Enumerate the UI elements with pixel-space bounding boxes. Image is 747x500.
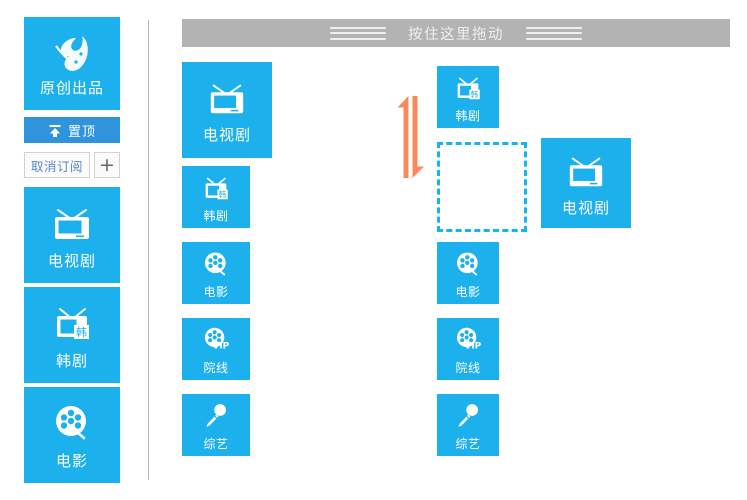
sidebar-item-korean-drama[interactable]: 韩 韩剧	[24, 287, 120, 383]
svg-text:VIP: VIP	[212, 341, 229, 351]
drag-handle-bar[interactable]: 按住这里拖动	[182, 19, 730, 47]
drag-bar-label: 按住这里拖动	[408, 26, 504, 43]
arrow-up-pin-icon	[48, 123, 62, 137]
tv-korean-icon: 韩	[200, 173, 232, 206]
unsubscribe-label: 取消订阅	[30, 158, 83, 174]
grid-tile-movie-b[interactable]: 电影	[437, 242, 499, 304]
grid-tile-cinema-vip-b[interactable]: VIP 院线	[437, 318, 499, 380]
tv-korean-icon: 韩	[452, 73, 484, 106]
grid-tile-korean-drama-b[interactable]: 韩 韩剧	[437, 66, 499, 128]
pin-to-top-label: 置顶	[67, 124, 96, 140]
svg-text:韩: 韩	[471, 89, 479, 99]
dashed-drop-zone-icon[interactable]	[437, 142, 527, 232]
grid-tile-label: 电影	[455, 284, 481, 299]
dragged-tile-tv-drama[interactable]: 电视剧	[541, 138, 631, 228]
grid-tile-cinema-vip[interactable]: VIP 院线	[182, 318, 250, 380]
sidebar-item-tv-drama[interactable]: 电视剧	[24, 187, 120, 283]
dragged-tile-label: 电视剧	[561, 199, 610, 217]
microphone-icon	[452, 401, 484, 434]
sidebar-item-label: 电视剧	[47, 252, 96, 270]
unsubscribe-button[interactable]: 取消订阅	[24, 152, 90, 178]
tv-icon	[49, 201, 95, 247]
svg-text:韩: 韩	[76, 325, 87, 339]
film-reel-vip-icon: VIP	[200, 325, 232, 358]
microphone-icon	[200, 401, 232, 434]
film-reel-vip-icon: VIP	[452, 325, 484, 358]
add-button[interactable]: +	[94, 152, 120, 178]
sidebar-item-label: 电影	[55, 452, 88, 470]
grid-tile-label: 综艺	[455, 436, 481, 451]
pin-to-top-button[interactable]: 置顶	[24, 117, 120, 143]
grid-tile-label: 综艺	[203, 436, 229, 451]
grid-tile-variety-b[interactable]: 综艺	[437, 394, 499, 456]
grid-tile-movie[interactable]: 电影	[182, 242, 250, 304]
tv-icon	[205, 77, 249, 121]
double-arrow-vertical-icon	[396, 96, 426, 178]
grid-tile-tv-drama[interactable]: 电视剧	[182, 62, 272, 158]
drag-handle-icon	[330, 26, 386, 40]
sidebar: 原创出品 置顶 取消订阅 +	[0, 0, 148, 500]
svg-text:VIP: VIP	[464, 341, 481, 351]
sidebar-logo-tile[interactable]: 原创出品	[24, 17, 120, 110]
film-reel-icon	[49, 401, 95, 447]
tv-icon	[564, 150, 608, 194]
sidebar-action-row: 取消订阅 +	[24, 152, 120, 178]
iqiyi-logo-icon	[52, 32, 92, 74]
grid-tile-korean-drama[interactable]: 韩 韩剧	[182, 166, 250, 228]
grid-tile-label: 韩剧	[203, 208, 229, 223]
grid-tile-label: 院线	[455, 360, 481, 375]
sidebar-logo-label: 原创出品	[39, 78, 104, 97]
grid-tile-variety[interactable]: 综艺	[182, 394, 250, 456]
sidebar-item-movie[interactable]: 电影	[24, 387, 120, 483]
film-reel-icon	[200, 249, 232, 282]
grid-tile-label: 韩剧	[455, 108, 481, 123]
grid-tile-label: 电视剧	[202, 126, 251, 144]
panel-divider	[148, 20, 149, 480]
grid-tile-label: 院线	[203, 360, 229, 375]
svg-text:韩: 韩	[219, 189, 227, 199]
tv-korean-icon: 韩	[49, 301, 95, 347]
drag-handle-icon	[526, 26, 582, 40]
main-panel: 按住这里拖动 电视剧 韩	[149, 0, 747, 500]
sidebar-item-label: 韩剧	[55, 352, 88, 370]
grid-tile-label: 电影	[203, 284, 229, 299]
film-reel-icon	[452, 249, 484, 282]
